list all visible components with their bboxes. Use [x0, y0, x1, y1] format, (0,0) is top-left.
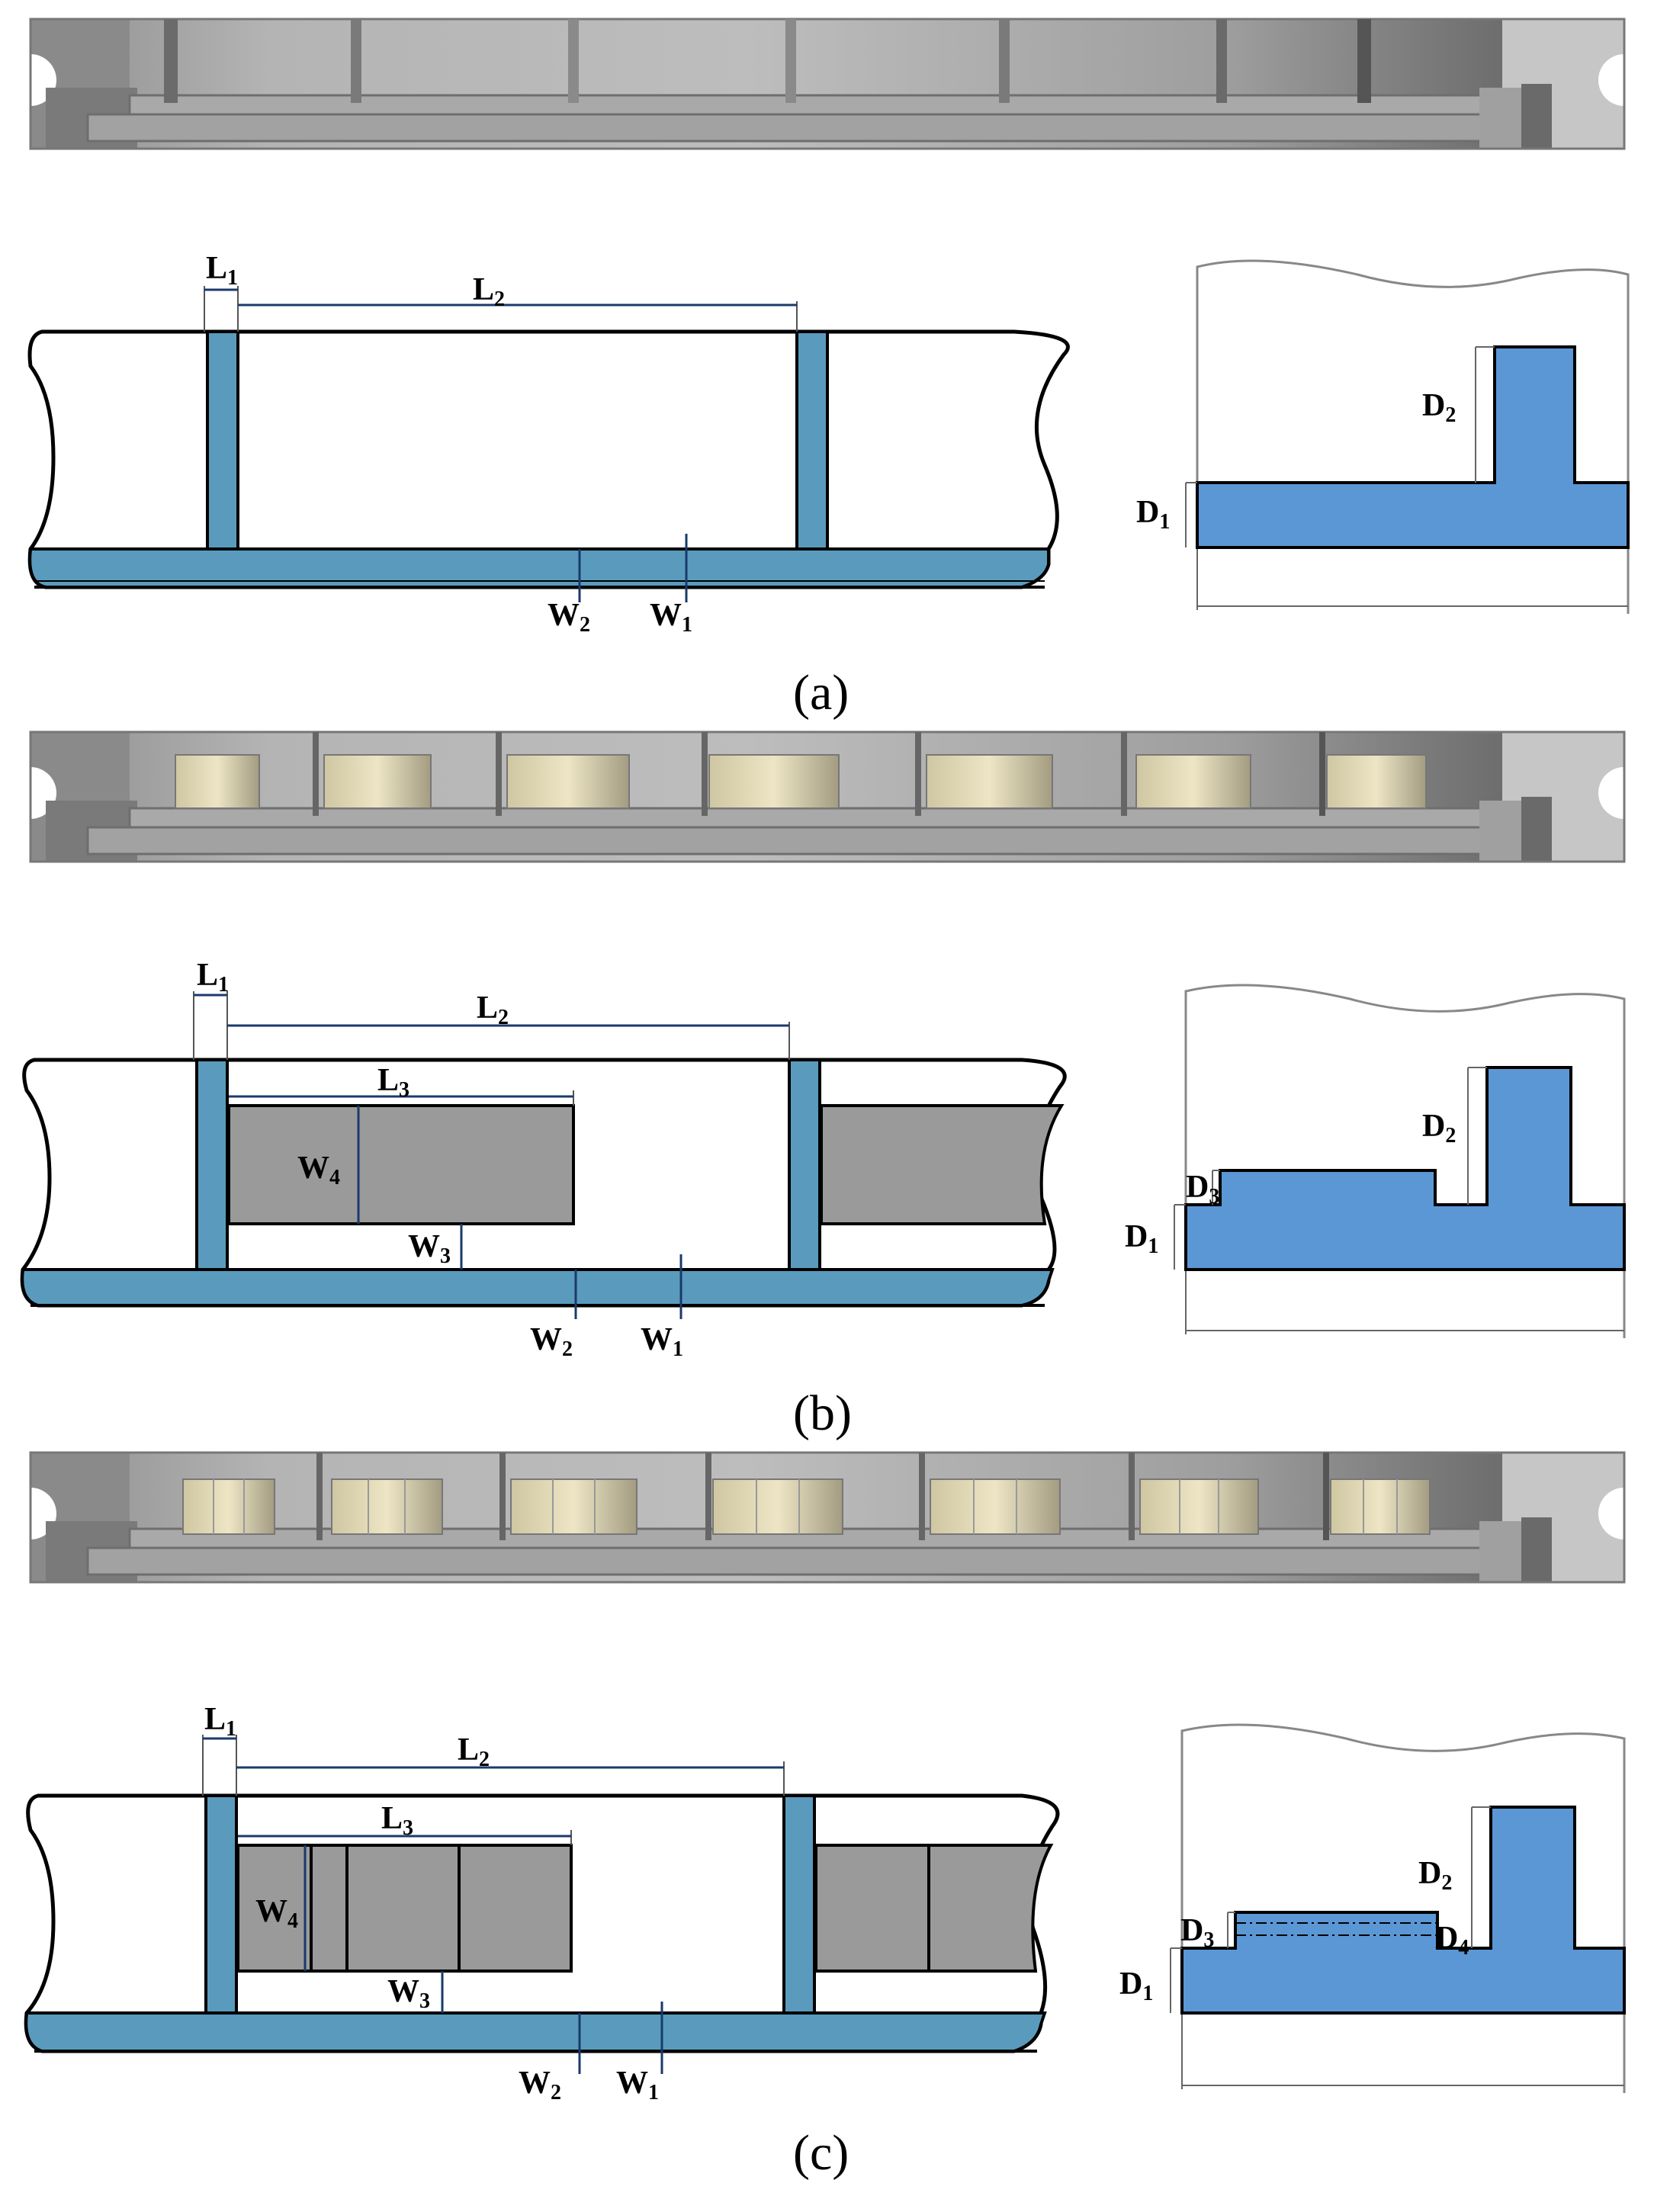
label-D3-c: D3	[1180, 1913, 1214, 1952]
caption-c: (c)	[793, 2125, 849, 2181]
cross-section-a: D2 D1	[1136, 259, 1630, 614]
label-W3-b: W3	[408, 1229, 451, 1268]
panel-c: L1 L2 L3 W4 W3 W2 W1 D2 D3 D4 D1 (c	[3, 1451, 1652, 2181]
rib-layout-c: L1 L2 L3 W4 W3 W2 W1	[24, 1702, 1060, 2104]
label-D4-c: D4	[1435, 1921, 1469, 1960]
label-W2-b: W2	[530, 1322, 573, 1361]
rail-3d-view-a	[3, 18, 1652, 150]
label-L1-a: L1	[206, 251, 238, 290]
label-D2-a: D2	[1422, 388, 1456, 427]
label-W2-c: W2	[519, 2066, 561, 2104]
rib-layout-a: L1 L2 W2 W1	[27, 251, 1070, 637]
cross-section-b: D2 D3 D1	[1125, 984, 1626, 1338]
label-L1-b: L1	[197, 958, 229, 997]
label-D1-a: D1	[1136, 495, 1170, 534]
rib-layout-b: L1 L2 L3 W4 W3 W2 W1	[20, 958, 1067, 1361]
label-D1-c: D1	[1119, 1966, 1153, 2005]
caption-a: (a)	[793, 665, 849, 721]
label-L3-c: L3	[381, 1801, 413, 1840]
label-D3-b: D3	[1186, 1170, 1219, 1209]
label-W4-b: W4	[297, 1151, 340, 1189]
label-L2-a: L2	[473, 272, 505, 311]
label-L3-b: L3	[377, 1063, 409, 1102]
rail-3d-view-b	[3, 730, 1652, 863]
label-W2-a: W2	[548, 598, 590, 637]
label-W3-c: W3	[387, 1974, 430, 2013]
label-W1-c: W1	[616, 2066, 659, 2104]
label-D1-b: D1	[1125, 1219, 1158, 1258]
label-D2-b: D2	[1422, 1109, 1456, 1148]
label-D2-c: D2	[1418, 1856, 1452, 1895]
label-L1-c: L1	[204, 1702, 236, 1741]
label-L2-b: L2	[477, 990, 509, 1029]
label-W4-c: W4	[255, 1894, 298, 1933]
panel-b: L1 L2 L3 W4 W3 W2 W1 D2 D3 D1 (b)	[3, 730, 1652, 1441]
label-W1-a: W1	[650, 598, 692, 637]
label-L2-c: L2	[458, 1732, 490, 1771]
caption-b: (b)	[793, 1385, 852, 1441]
panel-a: L1 L2 W2 W1 D2 D1 (a)	[3, 18, 1652, 721]
label-W1-b: W1	[641, 1322, 683, 1361]
rail-3d-view-c	[3, 1451, 1652, 1584]
cross-section-c: D2 D3 D4 D1	[1119, 1723, 1626, 2093]
